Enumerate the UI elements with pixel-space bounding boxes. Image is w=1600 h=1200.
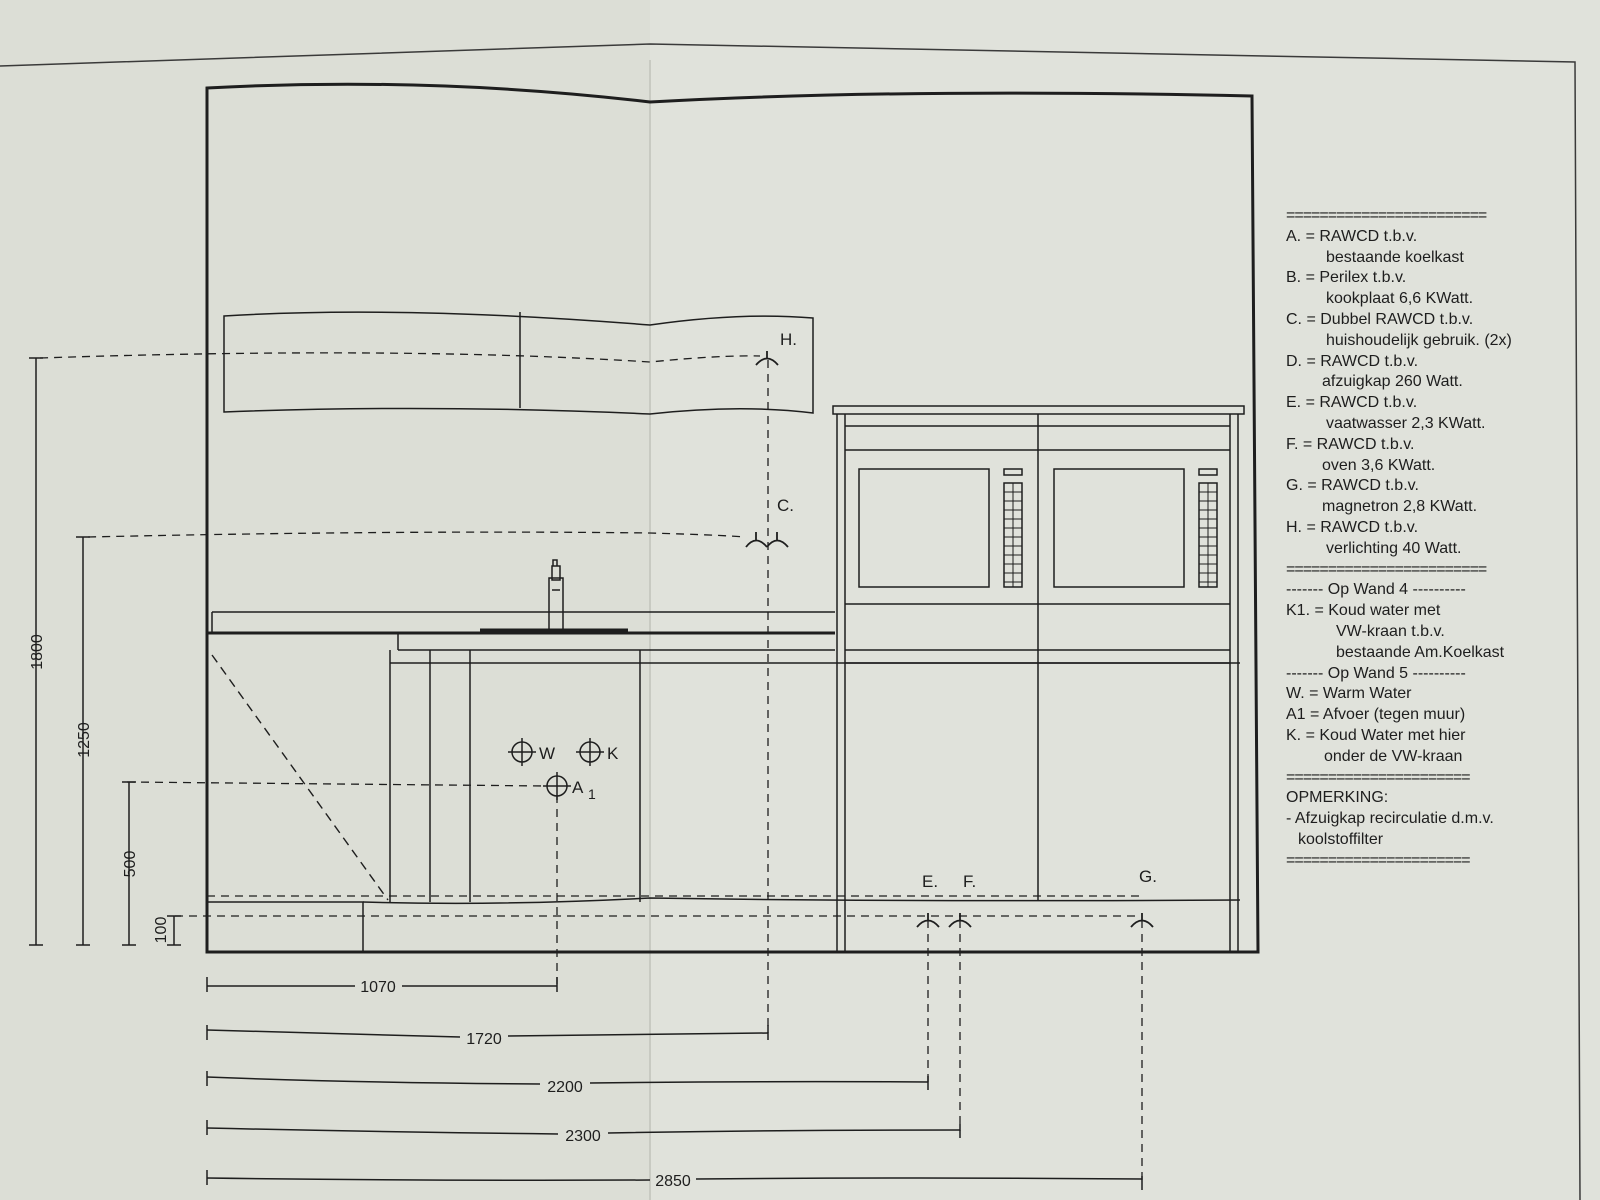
legend: ======================== A. = RAWCD t.b.… bbox=[1286, 206, 1586, 872]
legend-k1-detail: VW-kraan t.b.v. bbox=[1336, 622, 1445, 640]
legend-remark-title: OPMERKING: bbox=[1286, 789, 1389, 807]
legend-a1: A1 = Afvoer (tegen muur) bbox=[1286, 706, 1466, 724]
outlet-f-symbol bbox=[948, 913, 972, 928]
legend-remark: - Afzuigkap recirculatie d.m.v. bbox=[1286, 810, 1494, 828]
legend-h-detail: verlichting 40 Watt. bbox=[1326, 539, 1462, 557]
sheet-border bbox=[0, 43, 1581, 1200]
outlet-g-symbol bbox=[1130, 913, 1154, 928]
dimension-2850: 2850 bbox=[655, 1173, 691, 1190]
dimension-500: 500 bbox=[122, 851, 139, 878]
corner-cabinet-diagonal bbox=[211, 654, 389, 901]
legend-g: G. = RAWCD t.b.v. bbox=[1286, 477, 1419, 495]
drain-label-subscript: 1 bbox=[588, 786, 596, 802]
legend-w: W. = Warm Water bbox=[1286, 685, 1412, 703]
dimension-100: 100 bbox=[153, 917, 170, 944]
horizontal-dimensions bbox=[206, 977, 1143, 1190]
legend-e: E. = RAWCD t.b.v. bbox=[1286, 394, 1418, 412]
legend-d: D. = RAWCD t.b.v. bbox=[1286, 352, 1419, 370]
legend-separator: ======================== bbox=[1286, 560, 1487, 578]
legend-d-detail: afzuigkap 260 Watt. bbox=[1322, 373, 1463, 391]
marker-f-label: F. bbox=[963, 872, 976, 891]
legend-remark-detail: koolstoffilter bbox=[1298, 830, 1384, 848]
legend-c-detail: huishoudelijk gebruik. (2x) bbox=[1326, 331, 1512, 349]
legend-a-detail: bestaande koelkast bbox=[1326, 248, 1464, 266]
dimension-1070: 1070 bbox=[360, 979, 396, 996]
outlet-e-symbol bbox=[916, 913, 940, 928]
warm-water-label: W bbox=[539, 744, 555, 763]
legend-wall-5: ------- Op Wand 5 ---------- bbox=[1286, 664, 1466, 682]
legend-b: B. = Perilex t.b.v. bbox=[1286, 269, 1407, 287]
legend-wall-4: ------- Op Wand 4 ---------- bbox=[1286, 581, 1466, 599]
legend-a: A. = RAWCD t.b.v. bbox=[1286, 227, 1418, 245]
dimension-1720: 1720 bbox=[466, 1031, 502, 1048]
wall-outline bbox=[205, 82, 1260, 954]
cold-water-label: K bbox=[607, 744, 619, 763]
height-line-1800 bbox=[39, 352, 761, 363]
legend-k-detail: onder de VW-kraan bbox=[1324, 747, 1463, 765]
dimension-1250: 1250 bbox=[76, 722, 93, 758]
wall-elevation bbox=[29, 82, 1260, 1190]
height-line-1250 bbox=[87, 531, 746, 538]
oven bbox=[858, 468, 1023, 588]
faucet bbox=[548, 559, 564, 631]
legend-c: C. = Dubbel RAWCD t.b.v. bbox=[1286, 310, 1474, 328]
legend-k1: K1. = Koud water met bbox=[1286, 602, 1441, 620]
marker-h-label: H. bbox=[780, 330, 797, 349]
legend-e-detail: vaatwasser 2,3 KWatt. bbox=[1326, 414, 1486, 432]
legend-h: H. = RAWCD t.b.v. bbox=[1286, 518, 1419, 536]
marker-c-label: C. bbox=[777, 496, 794, 515]
legend-k1-detail-2: bestaande Am.Koelkast bbox=[1336, 643, 1505, 661]
legend-separator: ====================== bbox=[1286, 768, 1471, 786]
legend-f-detail: oven 3,6 KWatt. bbox=[1322, 456, 1436, 474]
legend-g-detail: magnetron 2,8 KWatt. bbox=[1322, 498, 1478, 516]
legend-b-detail: kookplaat 6,6 KWatt. bbox=[1326, 290, 1474, 308]
dimension-2200: 2200 bbox=[547, 1079, 583, 1096]
drain-label: A bbox=[572, 778, 584, 797]
legend-separator: ====================== bbox=[1286, 851, 1471, 869]
marker-e-label: E. bbox=[922, 872, 938, 891]
legend-separator: ======================== bbox=[1286, 207, 1487, 224]
outlet-c-symbol bbox=[745, 532, 789, 548]
vertical-dimensions bbox=[29, 357, 181, 946]
height-line-500 bbox=[126, 781, 549, 787]
legend-k: K. = Koud Water met hier bbox=[1286, 726, 1466, 744]
dimension-2300: 2300 bbox=[565, 1128, 601, 1145]
dimension-1800: 1800 bbox=[29, 634, 46, 670]
marker-g-label: G. bbox=[1139, 867, 1157, 886]
paper-right-half bbox=[650, 0, 1600, 1200]
legend-f: F. = RAWCD t.b.v. bbox=[1286, 435, 1415, 453]
microwave bbox=[1053, 468, 1218, 588]
outlet-h-symbol bbox=[755, 351, 779, 366]
wall-cabinet bbox=[223, 311, 814, 415]
tall-appliance-cabinet bbox=[832, 405, 1245, 952]
